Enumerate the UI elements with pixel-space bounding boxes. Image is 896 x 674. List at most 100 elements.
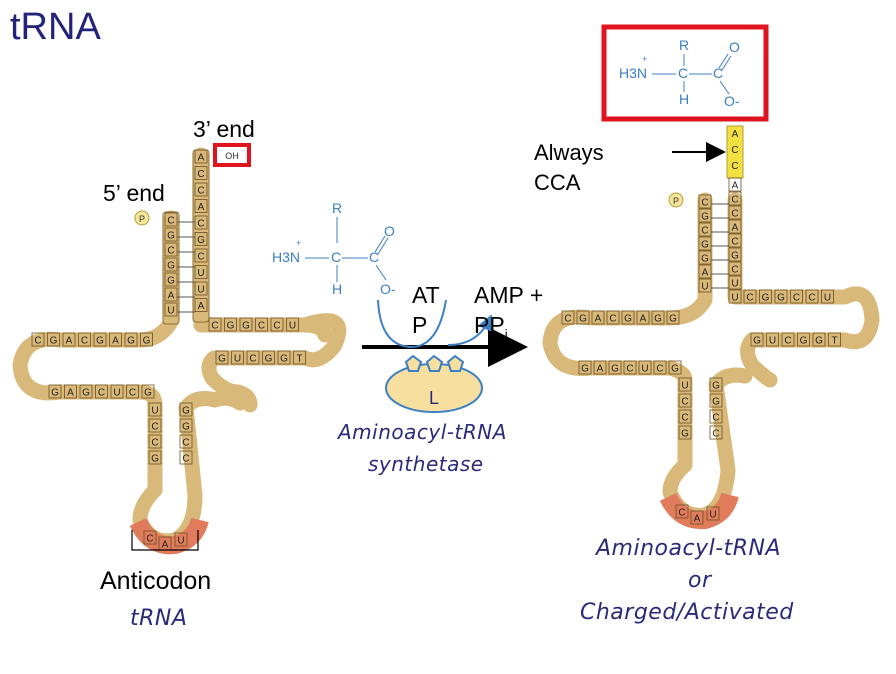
anticodon-label: Anticodon bbox=[100, 567, 212, 595]
left-t-top-base: C bbox=[211, 321, 218, 332]
left-acceptor-5p-base: G bbox=[167, 276, 175, 287]
right-t-top-base-box bbox=[821, 289, 834, 304]
right-acceptor-3p-base-box bbox=[728, 261, 742, 276]
left-acceptor-3p-base-box bbox=[194, 232, 208, 246]
left-acceptor-5p-base: C bbox=[167, 246, 174, 257]
left-t-top-base: G bbox=[227, 321, 235, 332]
right-t-top-base-box bbox=[774, 289, 788, 304]
left-acceptor-3p-base-box bbox=[194, 149, 208, 164]
left-backbone bbox=[12, 147, 347, 549]
right-acceptor-3p-base-box bbox=[728, 247, 742, 262]
right-d-top-base-box bbox=[621, 310, 635, 325]
aa-c-alpha: C bbox=[331, 249, 341, 265]
aa2-h3n: H3N bbox=[619, 65, 647, 81]
right-d-top-base-box bbox=[591, 310, 605, 325]
right-acceptor-5p-base: A bbox=[702, 268, 709, 279]
right-cca-base: C bbox=[731, 161, 738, 172]
left-d-top-base-box bbox=[124, 332, 138, 347]
left-d-bottom-base-box bbox=[110, 384, 124, 399]
left-acceptor-3p-base-box bbox=[194, 265, 208, 279]
aa2-c-carboxyl: C bbox=[713, 65, 723, 81]
right-anticodon-base: C bbox=[678, 508, 685, 519]
left-ac-left-base: G bbox=[151, 454, 159, 465]
left-t-bottom-base-box bbox=[215, 350, 229, 365]
right-acceptor-5p-base-box bbox=[698, 194, 712, 209]
right-d-bottom-base: U bbox=[641, 364, 648, 375]
right-caption-line1: Aminoacyl-tRNA bbox=[596, 536, 782, 561]
right-t-bottom-base: G bbox=[815, 336, 823, 347]
left-acceptor-5p-base-box bbox=[164, 272, 178, 287]
left-phosphate bbox=[134, 210, 150, 226]
amp-top-label: AMP + bbox=[474, 282, 544, 308]
right-acceptor-5p-base: U bbox=[701, 282, 708, 293]
right-acceptor-5p-base-box bbox=[698, 208, 712, 223]
right-t-bottom-base: G bbox=[800, 336, 808, 347]
right-t-top-base: C bbox=[746, 293, 753, 304]
left-t-bottom-base: G bbox=[265, 354, 273, 365]
left-anticodon-base-box bbox=[143, 530, 157, 545]
right-acceptor-5p-base: G bbox=[701, 240, 709, 251]
right-d-top-base-box bbox=[576, 310, 590, 325]
right-d-bottom-base-box bbox=[623, 360, 637, 375]
left-d-bottom-base: G bbox=[51, 388, 59, 399]
left-acceptor-5p-base: G bbox=[167, 261, 175, 272]
left-acceptor-3p-base: A bbox=[198, 301, 205, 312]
right-ac-right-base-box bbox=[709, 377, 723, 392]
right-acceptor-5p-base: C bbox=[701, 226, 708, 237]
left-acceptor-5p-base-box bbox=[164, 227, 178, 242]
five-prime-label: 5’ end bbox=[103, 180, 165, 206]
left-anticodon-base: U bbox=[177, 536, 184, 547]
left-ac-left-base-box bbox=[148, 402, 162, 417]
left-ac-right-base: C bbox=[182, 438, 189, 449]
right-d-bottom-base: G bbox=[581, 364, 589, 375]
aa-h3n: H3N bbox=[272, 249, 300, 265]
left-d-top-base-box bbox=[47, 332, 60, 347]
right-ac-right-base: G bbox=[712, 397, 720, 408]
enzyme-name-line2: synthetase bbox=[368, 452, 484, 476]
left-d-bottom-base-box bbox=[141, 384, 155, 399]
left-d-top-base-box bbox=[31, 332, 45, 347]
left-acceptor-3p-base-box bbox=[194, 182, 208, 197]
left-acceptor-3p-base: C bbox=[197, 186, 204, 197]
oh-highlight-box bbox=[213, 143, 251, 167]
left-ac-right-base-box bbox=[179, 402, 193, 417]
right-acceptor-3p-base: C bbox=[731, 237, 738, 248]
right-anticodon-base: U bbox=[709, 510, 716, 521]
left-d-top-base: G bbox=[96, 336, 104, 347]
left-t-bottom-base-box bbox=[277, 350, 291, 365]
right-d-bottom-base: A bbox=[597, 364, 604, 375]
left-t-top-base-box bbox=[270, 317, 284, 332]
right-ac-right-base: C bbox=[712, 413, 719, 424]
left-acceptor-3p-base: C bbox=[197, 219, 204, 230]
right-t-top-base: G bbox=[762, 293, 770, 304]
right-acceptor-5p-base-box bbox=[698, 236, 712, 251]
left-t-bottom-base-box bbox=[293, 350, 306, 365]
oh-label: OH bbox=[225, 151, 239, 161]
right-caption-line2: or bbox=[688, 568, 712, 593]
left-d-top-base-box bbox=[62, 332, 76, 347]
left-t-top-base: C bbox=[258, 321, 265, 332]
left-acceptor-3p-base: G bbox=[197, 235, 205, 246]
left-acceptor-5p-base: C bbox=[167, 216, 174, 227]
left-d-bottom-base: A bbox=[67, 388, 74, 399]
left-t-bottom-base: U bbox=[234, 354, 241, 365]
right-t-top-base: C bbox=[808, 293, 815, 304]
right-d-bottom-base-box bbox=[668, 360, 682, 375]
reaction: L bbox=[362, 299, 528, 413]
left-acceptor-5p-base-box bbox=[164, 257, 178, 272]
right-d-top-base: C bbox=[564, 314, 571, 325]
right-d-top-base-box bbox=[561, 310, 575, 325]
amino-acid-attached: R + H3N C H C O O- bbox=[619, 37, 740, 109]
right-acceptor-5p-base: G bbox=[701, 212, 709, 223]
left-d-top-base-box bbox=[109, 332, 122, 347]
page-title: tRNA bbox=[10, 6, 101, 48]
left-t-bottom-base: C bbox=[249, 354, 256, 365]
right-ac-left-base: G bbox=[681, 429, 689, 440]
